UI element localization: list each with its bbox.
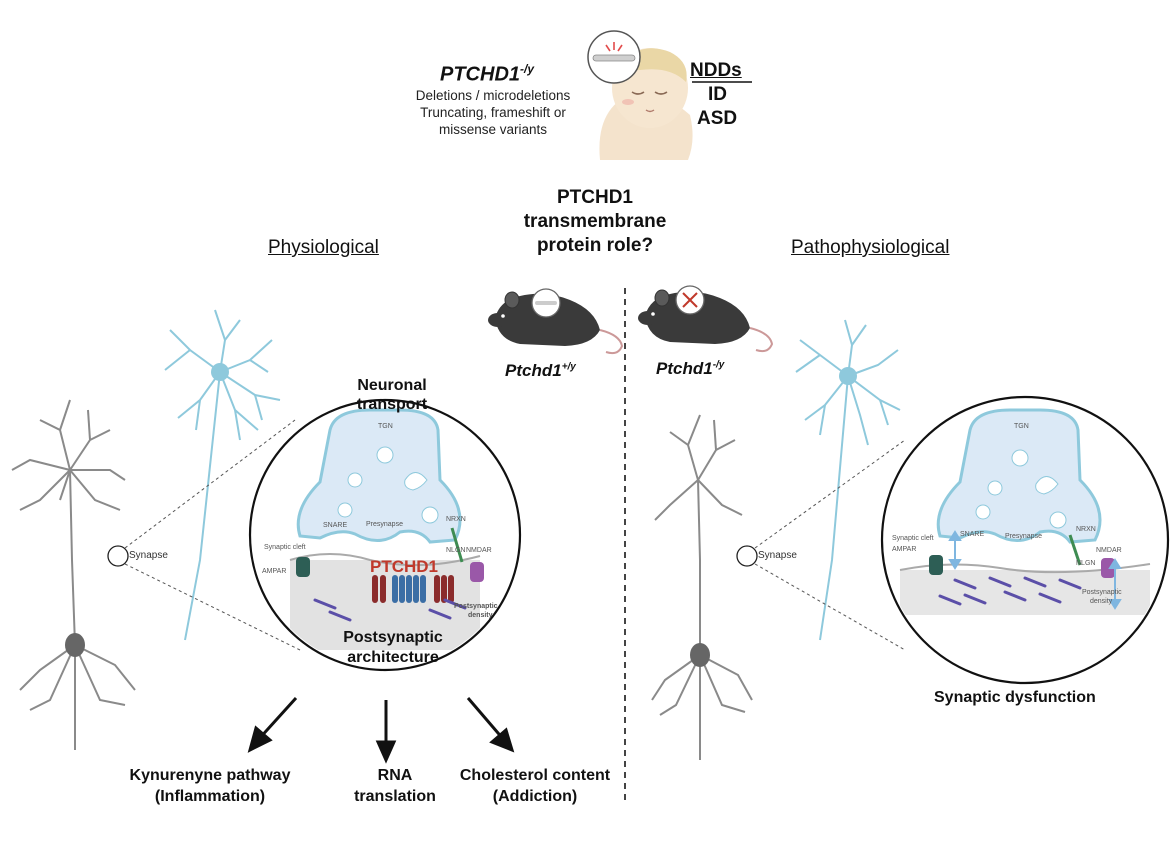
nmdar-label-right: NMDAR: [1096, 547, 1122, 554]
neuronal-transport-line-2: transport: [356, 396, 428, 413]
nmdar-receptor: [470, 562, 484, 582]
phenotype-id: ID: [708, 84, 727, 105]
knockout-mouse-icon: [638, 285, 774, 353]
phenotype-ndds: NDDs: [690, 60, 742, 81]
gray-neuron-right: [651, 414, 753, 760]
outcome-rna-line-2: translation: [354, 788, 436, 805]
blue-neuron-soma: [211, 363, 229, 381]
nrxn-label-right: NRXN: [1076, 526, 1096, 533]
presynapse-label: Presynapse: [366, 521, 403, 528]
question-line-1: PTCHD1: [556, 187, 633, 208]
variant-line-2: Truncating, frameshift or: [420, 105, 566, 120]
blue-neuron-left: [164, 309, 281, 641]
chromosome-deletion-icon: [587, 30, 641, 84]
left-synapse-inset: TGN Presynapse SNARE Synaptic cleft AMPA…: [248, 398, 522, 672]
variant-line-1: Deletions / microdeletions: [415, 88, 571, 103]
outcome-cholesterol: Cholesterol content (Addiction): [440, 765, 630, 807]
outcome-rna-translation: RNA translation: [340, 765, 450, 807]
snare-label: SNARE: [323, 522, 347, 529]
nrxn-nlgn-complex: [450, 527, 464, 563]
zoom-line-bottom-left: [124, 563, 301, 651]
synaptic-cleft-label: Synaptic cleft: [264, 544, 306, 551]
zoom-line-top-right: [754, 439, 906, 549]
zoom-line-bottom-right: [754, 563, 906, 651]
ampar-label: AMPAR: [262, 568, 286, 575]
neuronal-transport-label: Neuronal transport: [337, 376, 447, 414]
outcome-cholesterol-line-2: (Addiction): [492, 788, 578, 805]
gene-genotype: -/y: [520, 62, 535, 76]
synapse-highlight-left: [107, 545, 129, 567]
variant-list: Deletions / microdeletions Truncating, f…: [398, 87, 588, 138]
wild-type-mouse-icon: [488, 288, 624, 355]
ampar-receptor: [296, 557, 310, 577]
post-arch-line-2: architecture: [347, 649, 439, 666]
outcome-kynurenine-line-1: Kynurenyne pathway: [129, 767, 291, 784]
mouse-ko-label: Ptchd1-/y: [656, 359, 724, 379]
outcome-kynurenine: Kynurenyne pathway (Inflammation): [110, 765, 310, 807]
question-line-3: protein role?: [536, 235, 654, 256]
section-title-physiological: Physiological: [268, 237, 379, 258]
question-line-2: transmembrane: [523, 211, 667, 232]
gray-neuron-soma-right: [690, 643, 710, 667]
synaptic-cleft-label-right: Synaptic cleft: [892, 535, 934, 542]
post-arch-line-1: Postsynaptic: [343, 629, 443, 646]
right-synapse-inset: TGN Presynapse SNARE Synaptic cleft AMPA…: [880, 395, 1170, 685]
outcome-kynurenine-line-2: (Inflammation): [154, 788, 266, 805]
mouse-wt-gene: Ptchd1: [505, 361, 562, 380]
tgn-label: TGN: [378, 423, 393, 430]
blue-neuron-soma-right: [839, 367, 857, 385]
psd-label-right-line1: Postsynaptic: [1082, 589, 1122, 596]
synapse-highlight-right: [736, 545, 758, 567]
outcome-cholesterol-line-1: Cholesterol content: [459, 767, 611, 784]
gray-neuron-left: [11, 399, 136, 750]
nlgn-label: NLGN: [446, 547, 465, 554]
outcome-arrows: [247, 696, 515, 764]
mouse-wt-genotype: +/y: [561, 361, 576, 373]
ptchd1-protein-left: [372, 575, 454, 603]
blue-neuron-right: [795, 319, 901, 641]
ptchd1-label: PTCHD1: [370, 557, 438, 576]
ampar-label-right: AMPAR: [892, 546, 916, 553]
gene-name: PTCHD1: [440, 63, 521, 86]
synapse-label-right: Synapse: [758, 550, 797, 561]
gray-neuron-soma: [65, 633, 85, 657]
mouse-ko-genotype: -/y: [712, 359, 725, 371]
nmdar-label: NMDAR: [466, 547, 492, 554]
postsynaptic-architecture-label: Postsynaptic architecture: [318, 628, 468, 668]
gene-title: PTCHD1-/y: [440, 62, 534, 87]
mouse-wt-label: Ptchd1+/y: [505, 361, 576, 381]
psd-label-right-line2: density: [1090, 598, 1113, 605]
tgn-label-right: TGN: [1014, 423, 1029, 430]
outcome-rna-line-1: RNA: [377, 767, 413, 784]
synapse-label-left: Synapse: [129, 550, 168, 561]
mouse-ko-gene: Ptchd1: [656, 359, 713, 378]
psd-label-line1: Postsynaptic: [454, 603, 498, 610]
variant-line-3: missense variants: [438, 122, 548, 137]
central-question: PTCHD1 transmembrane protein role?: [520, 186, 670, 258]
section-title-pathophysiological: Pathophysiological: [791, 237, 950, 258]
phenotype-asd: ASD: [697, 108, 738, 129]
presynapse-label-right: Presynapse: [1005, 533, 1042, 540]
nrxn-label: NRXN: [446, 516, 466, 523]
neuronal-transport-line-1: Neuronal: [357, 377, 427, 394]
nlgn-label-right: NLGN: [1076, 560, 1095, 567]
synaptic-dysfunction-label: Synaptic dysfunction: [934, 689, 1096, 706]
snare-label-right: SNARE: [960, 531, 984, 538]
psd-label-line2: density: [468, 612, 493, 619]
